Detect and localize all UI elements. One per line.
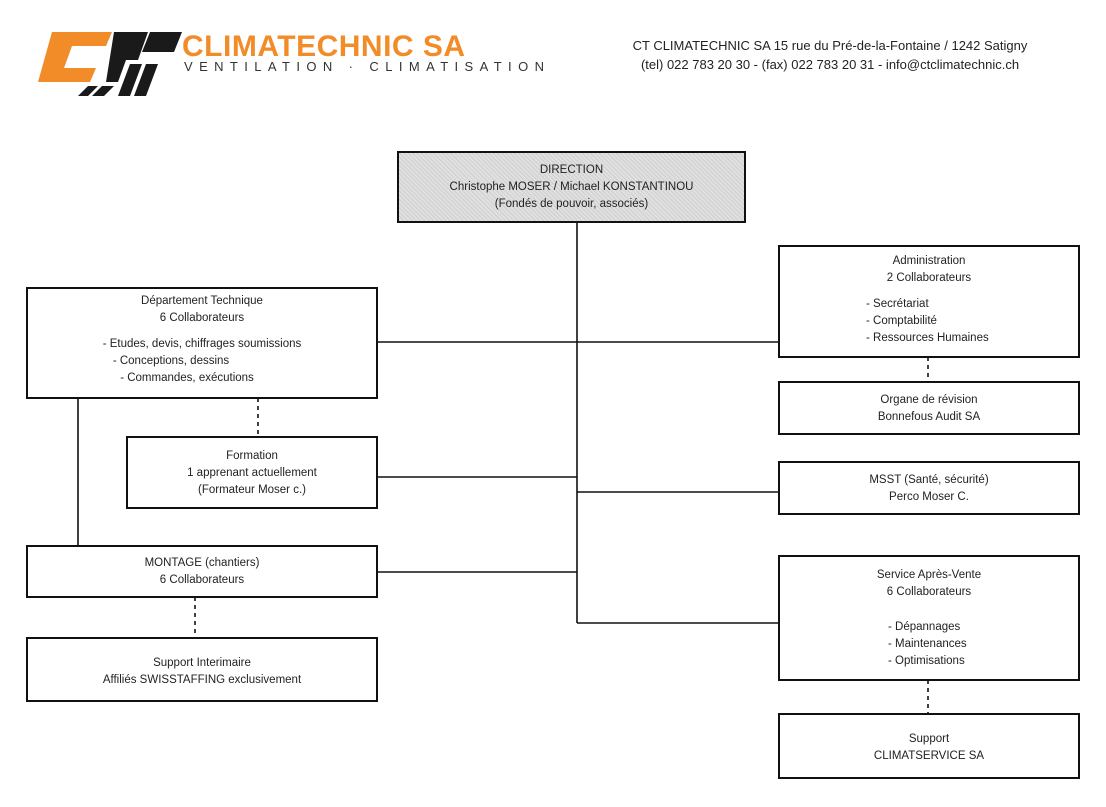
node-direction: DIRECTION Christophe MOSER / Michael KON… (397, 151, 746, 223)
node-sav: Service Après-Vente 6 Collaborateurs Dép… (778, 555, 1080, 681)
list-item: Optimisations (888, 653, 1078, 670)
node-interim: Support Interimaire Affiliés SWISSTAFFIN… (26, 637, 378, 702)
node-subtitle: Affiliés SWISSTAFFING exclusivement (102, 674, 302, 686)
node-subtitle: Bonnefous Audit SA (877, 411, 981, 423)
node-task-list: Secrétariat Comptabilité Ressources Huma… (780, 296, 1078, 347)
node-title: Formation (226, 450, 278, 462)
logo-black-stripe (134, 64, 158, 96)
list-item: Commandes, exécutions (0, 370, 376, 387)
node-subtitle: (Fondés de pouvoir, associés) (494, 198, 649, 210)
node-technique: Département Technique 6 Collaborateurs E… (26, 287, 378, 399)
climatechnic-logo (38, 32, 182, 96)
contact-phone-email: (tel) 022 783 20 30 - (fax) 022 783 20 3… (640, 57, 1020, 72)
node-title: DIRECTION (539, 164, 604, 176)
node-administration: Administration 2 Collaborateurs Secrétar… (778, 245, 1080, 358)
node-subtitle: CLIMATSERVICE SA (873, 750, 985, 762)
logo-black-stripe (118, 64, 142, 96)
list-item: Ressources Humaines (866, 330, 1078, 347)
node-count: 6 Collaborateurs (886, 586, 972, 598)
brand-name: CLIMATECHNIC SA (182, 30, 466, 63)
node-msst: MSST (Santé, sécurité) Perco Moser C. (778, 461, 1080, 515)
node-count: 6 Collaborateurs (159, 574, 245, 586)
logo-black-stripe (142, 32, 182, 52)
list-item: Conceptions, dessins (0, 353, 376, 370)
list-item: Maintenances (888, 636, 1078, 653)
logo-orange-c-shape (38, 32, 112, 82)
node-title: Support (908, 733, 950, 745)
node-support: Support CLIMATSERVICE SA (778, 713, 1080, 779)
brand-tagline: VENTILATION · CLIMATISATION (184, 59, 551, 74)
list-item: Secrétariat (866, 296, 1078, 313)
node-revision: Organe de révision Bonnefous Audit SA (778, 381, 1080, 435)
node-names: Christophe MOSER / Michael KONSTANTINOU (449, 181, 694, 193)
node-title: Service Après-Vente (876, 569, 982, 581)
node-formation: Formation 1 apprenant actuellement (Form… (126, 436, 378, 509)
logo-black-stripe (78, 86, 98, 96)
node-title: Support Interimaire (153, 657, 251, 669)
list-item: Dépannages (888, 619, 1078, 636)
node-title: MONTAGE (chantiers) (144, 557, 260, 569)
node-task-list: Dépannages Maintenances Optimisations (780, 619, 1078, 670)
list-item: Comptabilité (866, 313, 1078, 330)
contact-block: CT CLIMATECHNIC SA 15 rue du Pré-de-la-F… (600, 36, 1060, 74)
node-montage: MONTAGE (chantiers) 6 Collaborateurs (26, 545, 378, 598)
list-item: Etudes, devis, chiffrages soumissions (28, 336, 376, 353)
logo-black-stripe (92, 86, 114, 96)
node-title: MSST (Santé, sécurité) (869, 474, 989, 486)
node-count: 2 Collaborateurs (886, 272, 972, 284)
node-title: Administration (892, 255, 966, 267)
node-title: Département Technique (141, 295, 263, 307)
node-count: 1 apprenant actuellement (187, 467, 317, 479)
contact-address: CT CLIMATECHNIC SA 15 rue du Pré-de-la-F… (632, 38, 1028, 53)
node-count: 6 Collaborateurs (159, 312, 245, 324)
node-task-list: Etudes, devis, chiffrages soumissions Co… (28, 336, 376, 387)
node-subtitle: Perco Moser C. (889, 491, 969, 503)
node-title: Organe de révision (880, 394, 978, 406)
node-subtitle: (Formateur Moser c.) (198, 484, 306, 496)
logo-black-stripe (106, 32, 148, 82)
